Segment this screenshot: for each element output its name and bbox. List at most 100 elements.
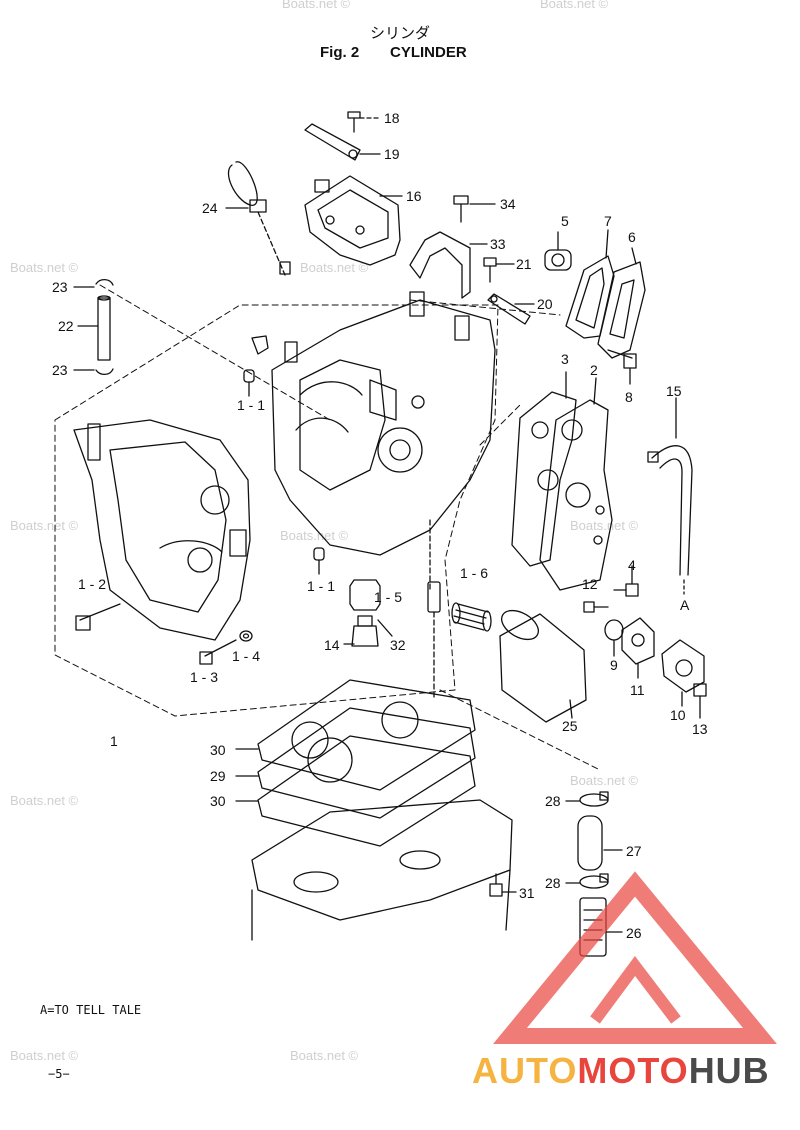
part-clamp-28-upper (565, 791, 609, 807)
part-gasket-3 (511, 371, 577, 567)
part-cover-6 (597, 247, 646, 359)
part-lower-case (251, 799, 513, 941)
part-bolt-18 (347, 111, 381, 133)
part-gasket-11 (621, 617, 655, 679)
callout-3: 3 (561, 351, 569, 367)
part-bolt-1-3 (199, 639, 237, 665)
part-gasket-29 (235, 707, 476, 819)
part-fitting-14 (343, 615, 379, 647)
part-clip-23-top (73, 278, 114, 288)
part-gasket-30-lower (235, 735, 476, 847)
part-hose-15 (647, 397, 693, 595)
watermark: Boats.net © (10, 1048, 79, 1063)
callout-29: 29 (210, 768, 226, 784)
callout-11: 11 (630, 682, 645, 698)
watermark: Boats.net © (10, 793, 79, 808)
watermark: Boats.net © (10, 260, 79, 275)
callout-32: 32 (390, 637, 406, 653)
watermark: Boats.net © (300, 260, 369, 275)
part-pipe-22 (77, 295, 111, 361)
callout-34: 34 (500, 196, 516, 212)
callout-7: 7 (604, 213, 612, 229)
callout-A: A (680, 597, 690, 613)
part-hose-27 (577, 815, 623, 871)
watermark: Boats.net © (10, 518, 79, 533)
part-dowel-1-1-upper (243, 369, 255, 397)
callout-4: 4 (628, 557, 636, 573)
part-plate-20 (487, 293, 535, 325)
callout-31: 31 (519, 885, 535, 901)
callout-1-4: 1 - 4 (232, 648, 260, 664)
watermark: Boats.net © (280, 528, 349, 543)
callout-1-1-lower: 1 - 1 (307, 578, 335, 594)
part-bolt-1-2 (75, 603, 121, 631)
part-pipe-1-5 (427, 581, 441, 701)
callout-19: 19 (384, 146, 400, 162)
callout-30-lower: 30 (210, 793, 226, 809)
callout-18: 18 (384, 110, 400, 126)
callout-1: 1 (110, 733, 118, 749)
callout-33: 33 (490, 236, 506, 252)
callout-28-upper: 28 (545, 793, 561, 809)
callout-25: 25 (562, 718, 578, 734)
callout-15: 15 (666, 383, 682, 399)
part-gasket-30-upper (235, 679, 476, 791)
part-oil-filter-25 (499, 609, 587, 723)
callout-24: 24 (202, 200, 218, 216)
callout-12: 12 (582, 576, 598, 592)
part-clip-23-bottom (73, 368, 114, 376)
callout-1-3: 1 - 3 (190, 669, 218, 685)
logo-part-hub: HUB (688, 1050, 770, 1091)
part-elbow-fitting (251, 335, 269, 355)
callout-9: 9 (610, 657, 618, 673)
callout-26: 26 (626, 925, 642, 941)
footnote-tell-tale: A=TO TELL TALE (40, 1003, 142, 1017)
part-gasket-7 (565, 229, 615, 339)
part-washer-1-4 (239, 630, 253, 642)
callout-5: 5 (561, 213, 569, 229)
part-thermostat-cover-10 (661, 639, 705, 707)
part-bolt-8 (607, 349, 637, 385)
watermarks: Boats.net © Boats.net © Boats.net © Boat… (10, 0, 639, 1063)
part-spring-1-6 (451, 602, 492, 632)
part-clamp-28-lower (565, 873, 609, 889)
part-cover-16 (304, 175, 403, 266)
part-dowel-1-1-lower (313, 547, 325, 575)
callout-1-2: 1 - 2 (78, 576, 106, 592)
watermark: Boats.net © (570, 518, 639, 533)
callout-8: 8 (625, 389, 633, 405)
part-bolt-12 (583, 601, 609, 613)
callout-30-upper: 30 (210, 742, 226, 758)
logo-part-auto: AUTO (472, 1050, 578, 1091)
part-crankcase-lower (73, 419, 251, 641)
part-plate-19 (304, 123, 381, 161)
part-bolt-34 (453, 195, 496, 223)
callout-10: 10 (670, 707, 686, 723)
part-bolt-21 (483, 257, 515, 283)
part-bolt-31 (489, 873, 517, 897)
logo-triangle-icon (493, 871, 777, 1044)
page-number: −5− (48, 1067, 70, 1081)
part-fitting-5 (544, 231, 572, 271)
assembly-outline-1 (54, 284, 601, 771)
callout-1-1-upper: 1 - 1 (237, 397, 265, 413)
part-dipstick-24 (225, 161, 291, 276)
callout-14: 14 (324, 637, 340, 653)
callout-23-top: 23 (52, 279, 68, 295)
part-plug-9 (604, 619, 624, 657)
automotohub-logo: AUTOMOTOHUB (472, 1050, 770, 1092)
callout-22: 22 (58, 318, 74, 334)
callout-21: 21 (516, 256, 532, 272)
figure-number: Fig. 2 (320, 44, 360, 61)
watermark: Boats.net © (282, 0, 351, 11)
callout-23-bottom: 23 (52, 362, 68, 378)
watermark: Boats.net © (540, 0, 609, 11)
callout-1-5: 1 - 5 (374, 589, 402, 605)
callout-27: 27 (626, 843, 642, 859)
callout-28-lower: 28 (545, 875, 561, 891)
part-bolt-13 (693, 683, 707, 719)
callout-6: 6 (628, 229, 636, 245)
callout-16: 16 (406, 188, 422, 204)
watermark: Boats.net © (290, 1048, 359, 1063)
